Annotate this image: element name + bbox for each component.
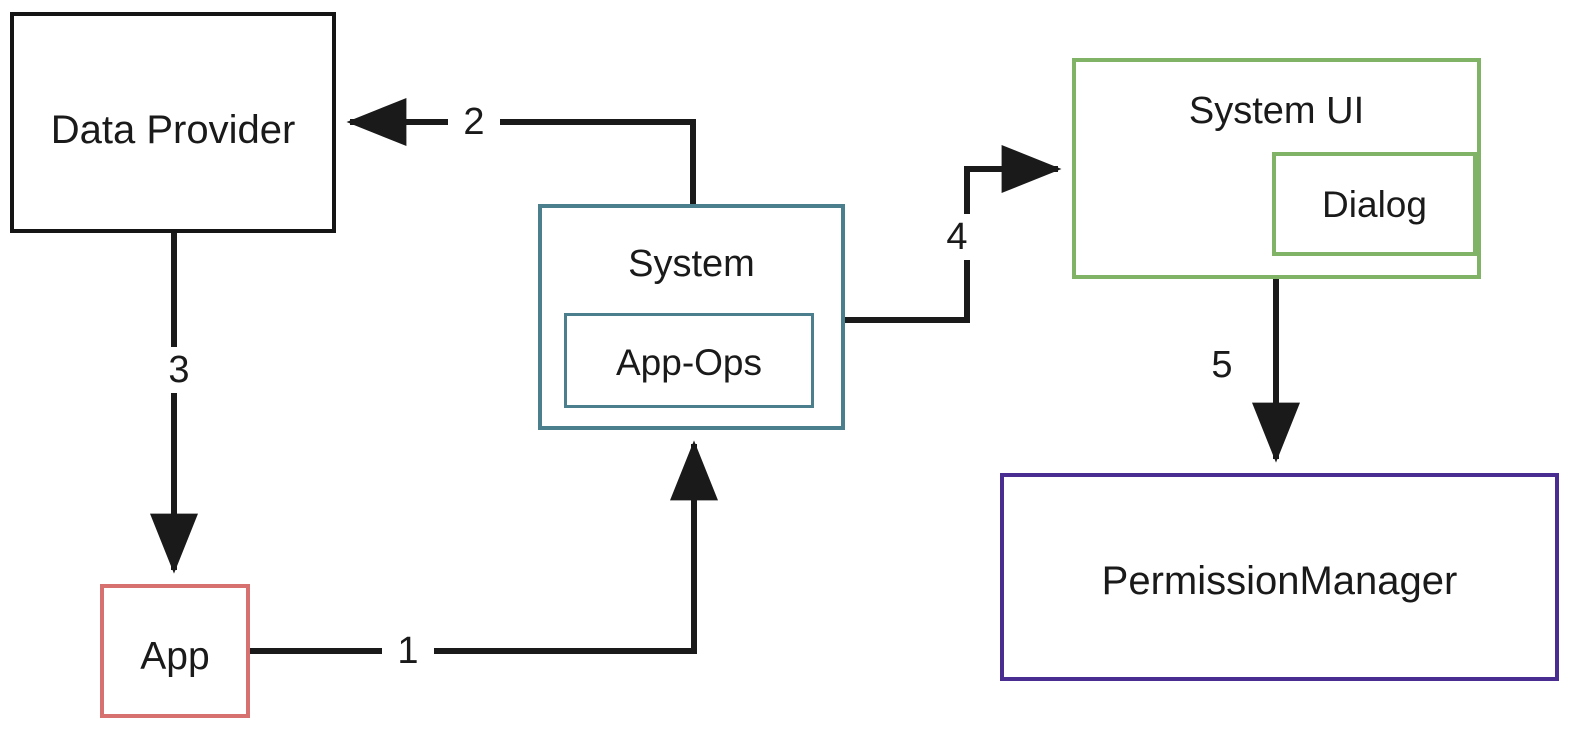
node-dialog-label: Dialog [1322,184,1427,225]
node-data-provider-label: Data Provider [50,108,296,152]
node-app-label: App [140,635,210,678]
edge-label-2: 2 [448,101,500,143]
node-dialog[interactable]: Dialog [1272,152,1477,256]
edge-label-1: 1 [382,630,434,672]
node-app-ops[interactable]: App-Ops [564,313,814,408]
node-app-ops-label: App-Ops [615,342,762,383]
node-permission-manager[interactable]: PermissionManager [1000,473,1559,681]
node-permission-manager-label: PermissionManager [1101,559,1458,603]
node-system-label: System [628,243,755,285]
node-system-ui-label: System UI [1188,90,1365,132]
edge-label-3: 3 [154,347,204,393]
node-data-provider[interactable]: Data Provider [10,12,336,233]
node-app[interactable]: App [100,584,250,718]
edge-2-connector [346,98,696,204]
edge-1-connector [250,440,718,654]
edge-label-5: 5 [1211,344,1233,386]
edge-label-4: 4 [932,214,982,260]
